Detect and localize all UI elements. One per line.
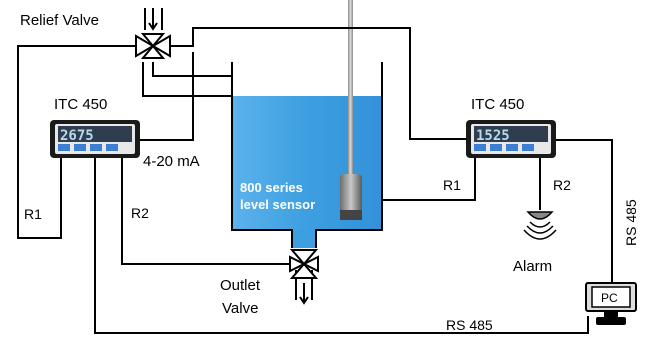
relief-valve-pipe <box>144 8 163 30</box>
controller-right: 1525 <box>466 120 556 158</box>
rs485-vertical-label: RS 485 <box>623 199 639 246</box>
pc-icon <box>585 282 637 325</box>
outlet-label-line2: Valve <box>222 300 258 317</box>
outlet-flow-arrow-icon <box>299 283 309 305</box>
pc-label: PC <box>601 291 618 305</box>
bottom-rs485-line <box>94 152 589 334</box>
button-left-4 <box>106 144 118 151</box>
sensor-probe-tip <box>340 210 362 220</box>
outlet-label-line1: Outlet <box>220 277 261 294</box>
sensor-label-line1: 800 series <box>240 180 303 195</box>
relief-valve-label: Relief Valve <box>20 12 99 29</box>
button-right-3 <box>506 144 518 151</box>
relief-valve-icon <box>135 33 171 59</box>
relief-to-tank-line <box>152 62 232 77</box>
right-rs485-line <box>553 139 613 284</box>
r2-right-label: R2 <box>553 177 571 193</box>
sensor-label-line2: level sensor <box>240 197 315 212</box>
controller-right-label: ITC 450 <box>471 96 524 113</box>
button-right-4 <box>522 144 534 151</box>
rs485-bottom-label: RS 485 <box>446 317 493 333</box>
outlet-valve-icon <box>289 249 319 279</box>
r1-left-label: R1 <box>24 206 42 222</box>
sensor-probe <box>340 174 362 220</box>
tank <box>231 62 383 248</box>
button-left-1 <box>58 144 70 151</box>
tank-wall <box>231 62 383 248</box>
controller-left-label: ITC 450 <box>54 96 107 113</box>
button-right-2 <box>490 144 502 151</box>
alarm-label: Alarm <box>513 258 552 275</box>
button-left-3 <box>90 144 102 151</box>
current-loop-label: 4-20 mA <box>143 153 200 170</box>
button-left-2 <box>74 144 86 151</box>
tank-outlet-water <box>292 230 316 248</box>
left-r1-loop <box>17 45 136 239</box>
left-r2-line <box>121 152 294 265</box>
sensor-cable <box>348 0 353 176</box>
display-right <box>474 126 548 142</box>
relief-to-tank-line-2 <box>142 62 232 97</box>
wiring <box>17 8 613 334</box>
pipe-top-to-right-controller <box>170 27 468 140</box>
r1-right-label: R1 <box>443 177 461 193</box>
relief-flow-arrow-icon <box>148 8 158 31</box>
display-left <box>58 126 132 142</box>
controller-left: 2675 <box>50 120 140 158</box>
alarm-icon <box>523 211 557 240</box>
button-right-1 <box>474 144 486 151</box>
display-right-digits: 1525 <box>476 128 510 144</box>
sensor-to-right-controller <box>382 158 476 201</box>
level-sensor <box>340 0 362 220</box>
current-loop-line <box>138 52 194 141</box>
r2-left-label: R2 <box>131 205 149 221</box>
display-left-digits: 2675 <box>60 128 94 144</box>
